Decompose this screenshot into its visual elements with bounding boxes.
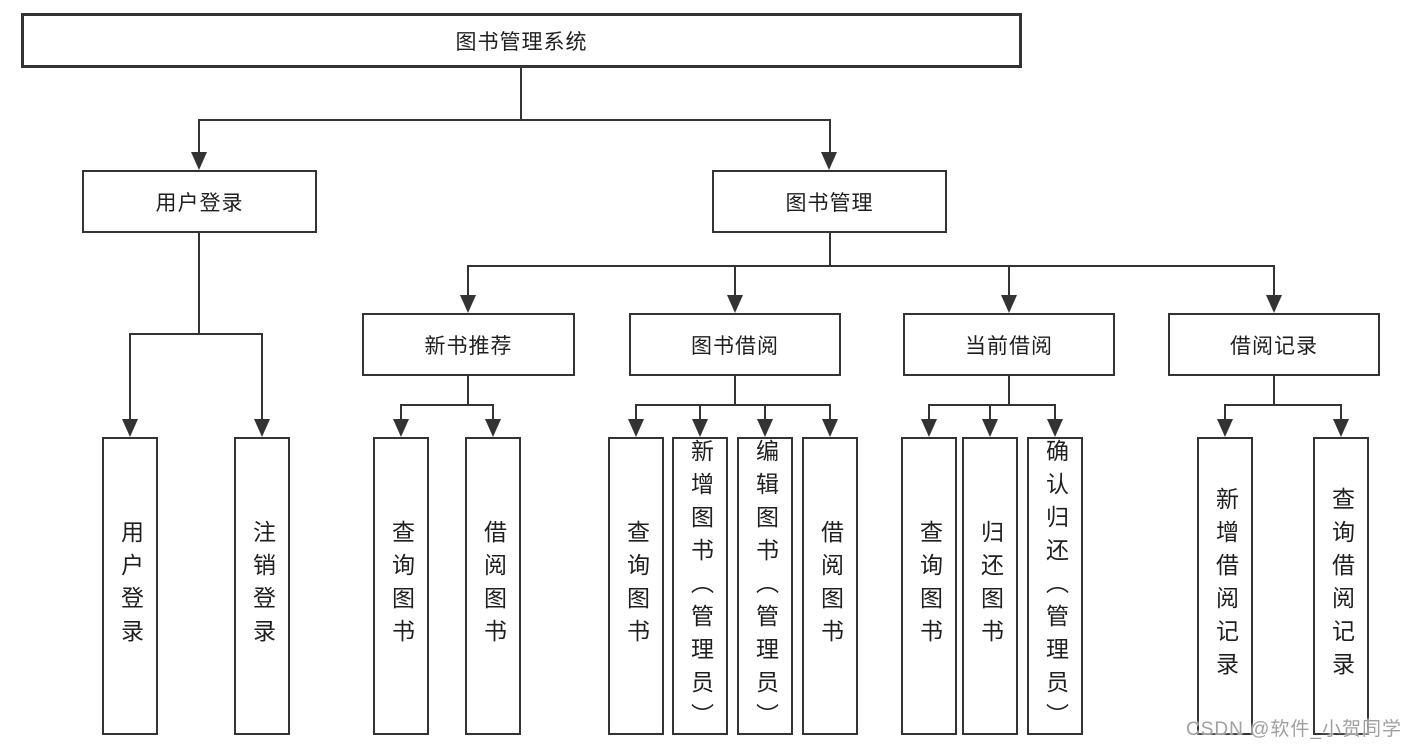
- connector-line: [467, 265, 469, 295]
- connector-line: [520, 68, 522, 119]
- connector-line: [734, 265, 736, 295]
- leaf-query-borrow-record: 查询借阅记录: [1313, 437, 1369, 735]
- leaf-user-login: 用户登录: [102, 437, 158, 735]
- connector-line: [198, 233, 200, 333]
- connector-line: [467, 265, 1275, 267]
- connector-line: [928, 404, 930, 419]
- connector-line: [198, 119, 831, 121]
- connector-line: [1224, 404, 1342, 406]
- node-user-login: 用户登录: [82, 170, 317, 233]
- connector-line: [829, 119, 831, 152]
- connector-line: [829, 233, 831, 267]
- leaf-query-books: 查询图书: [608, 437, 664, 735]
- connector-line: [734, 376, 736, 404]
- connector-arrowhead-down: [757, 419, 773, 437]
- connector-arrowhead-down: [982, 419, 998, 437]
- connector-line: [635, 404, 637, 419]
- connector-arrowhead-down: [1333, 419, 1349, 437]
- connector-line: [198, 119, 200, 152]
- leaf-borrow-books: 借阅图书: [802, 437, 858, 735]
- connector-arrowhead-down: [921, 419, 937, 437]
- connector-line: [764, 404, 766, 419]
- connector-arrowhead-down: [1217, 419, 1233, 437]
- connector-line: [1008, 265, 1010, 295]
- connector-arrowhead-down: [460, 295, 476, 313]
- connector-line: [1008, 376, 1010, 404]
- node-borrowing-records: 借阅记录: [1168, 313, 1380, 376]
- connector-arrowhead-down: [191, 152, 207, 170]
- connector-line: [699, 404, 701, 419]
- connector-arrowhead-down: [254, 419, 270, 437]
- connector-line: [261, 333, 263, 419]
- connector-line: [829, 404, 831, 419]
- node-book-management: 图书管理: [712, 170, 947, 233]
- csdn-watermark: CSDN @软件_小贺同学: [1186, 719, 1402, 740]
- leaf-return-books: 归还图书: [962, 437, 1018, 735]
- connector-line: [635, 404, 831, 406]
- connector-arrowhead-down: [1001, 295, 1017, 313]
- connector-line: [400, 404, 494, 406]
- node-current-borrowing: 当前借阅: [903, 313, 1115, 376]
- leaf-query-books: 查询图书: [901, 437, 957, 735]
- leaf-add-borrow-record: 新增借阅记录: [1197, 437, 1253, 735]
- connector-arrowhead-down: [122, 419, 138, 437]
- leaf-borrow-books: 借阅图书: [465, 437, 521, 735]
- connector-line: [989, 404, 991, 419]
- connector-arrowhead-down: [692, 419, 708, 437]
- connector-line: [1054, 404, 1056, 419]
- leaf-logout: 注销登录: [234, 437, 290, 735]
- connector-arrowhead-down: [1266, 295, 1282, 313]
- leaf-confirm-return-admin: 确认归还（管理员）: [1027, 437, 1083, 736]
- connector-arrowhead-down: [485, 419, 501, 437]
- connector-line: [1273, 265, 1275, 295]
- connector-line: [129, 333, 131, 419]
- connector-arrowhead-down: [1047, 419, 1063, 437]
- connector-arrowhead-down: [628, 419, 644, 437]
- node-book-borrowing: 图书借阅: [629, 313, 841, 376]
- node-library-management-system: 图书管理系统: [21, 13, 1022, 68]
- leaf-add-book-admin: 新增图书（管理员）: [672, 437, 728, 736]
- connector-line: [1340, 404, 1342, 419]
- connector-line: [1224, 404, 1226, 419]
- connector-line: [492, 404, 494, 419]
- node-new-book-recommendation: 新书推荐: [362, 313, 575, 376]
- connector-line: [1273, 376, 1275, 404]
- connector-arrowhead-down: [821, 152, 837, 170]
- connector-arrowhead-down: [822, 419, 838, 437]
- connector-arrowhead-down: [727, 295, 743, 313]
- leaf-edit-book-admin: 编辑图书（管理员）: [737, 437, 793, 736]
- connector-line: [467, 376, 469, 404]
- connector-arrowhead-down: [393, 419, 409, 437]
- leaf-query-books: 查询图书: [373, 437, 429, 735]
- connector-line: [928, 404, 1056, 406]
- connector-line: [400, 404, 402, 419]
- connector-line: [129, 333, 263, 335]
